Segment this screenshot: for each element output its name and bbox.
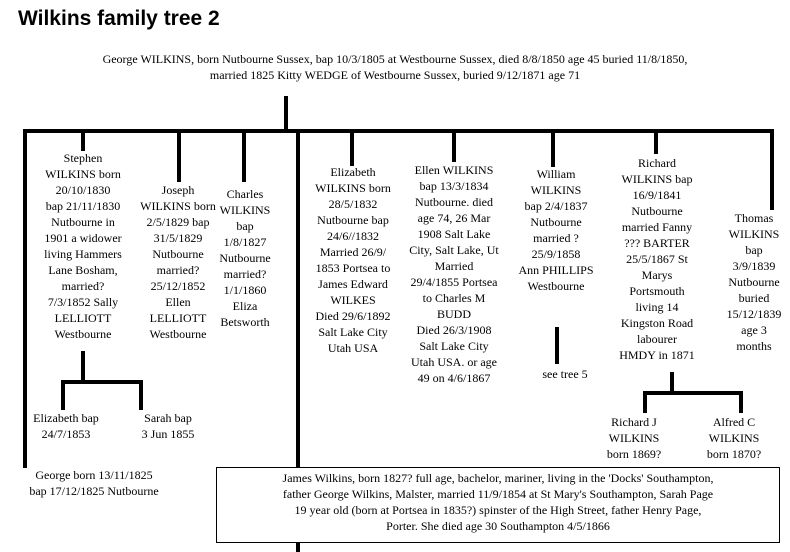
child-joseph: Joseph WILKINS born 2/5/1829 bap 31/5/18… (140, 183, 216, 341)
child-elizabeth: Elizabeth WILKINS born 28/5/1832 Nutbour… (315, 165, 391, 355)
grandchild-richard-j: Richard J WILKINS born 1869? (606, 415, 662, 461)
grandchild-elizabeth: Elizabeth bap 24/7/1853 (33, 411, 99, 441)
child-george: George born 13/11/1825 bap 17/12/1825 Nu… (29, 468, 159, 498)
grandchild-sarah: Sarah bap 3 Jun 1855 (141, 411, 195, 441)
james-note-box: James Wilkins, born 1827? full age, bach… (216, 467, 780, 543)
see-tree-note: see tree 5 (542, 367, 588, 381)
grandchild-alfred-c: Alfred C WILKINS born 1870? (706, 415, 762, 461)
child-thomas: Thomas WILKINS bap 3/9/1839 Nutbourne bu… (726, 211, 782, 353)
child-ellen: Ellen WILKINS bap 13/3/1834 Nutbourne. d… (409, 163, 499, 385)
child-stephen: Stephen WILKINS born 20/10/1830 bap 21/1… (44, 151, 122, 341)
page-title: Wilkins family tree 2 (18, 7, 220, 30)
child-richard: Richard WILKINS bap 16/9/1841 Nutbourne … (619, 156, 695, 362)
child-charles: Charles WILKINS bap 1/8/1827 Nutbourne m… (219, 187, 271, 329)
child-william: William WILKINS bap 2/4/1837 Nutbourne m… (518, 167, 594, 293)
root-couple-label: George WILKINS, born Nutbourne Sussex, b… (102, 52, 688, 82)
